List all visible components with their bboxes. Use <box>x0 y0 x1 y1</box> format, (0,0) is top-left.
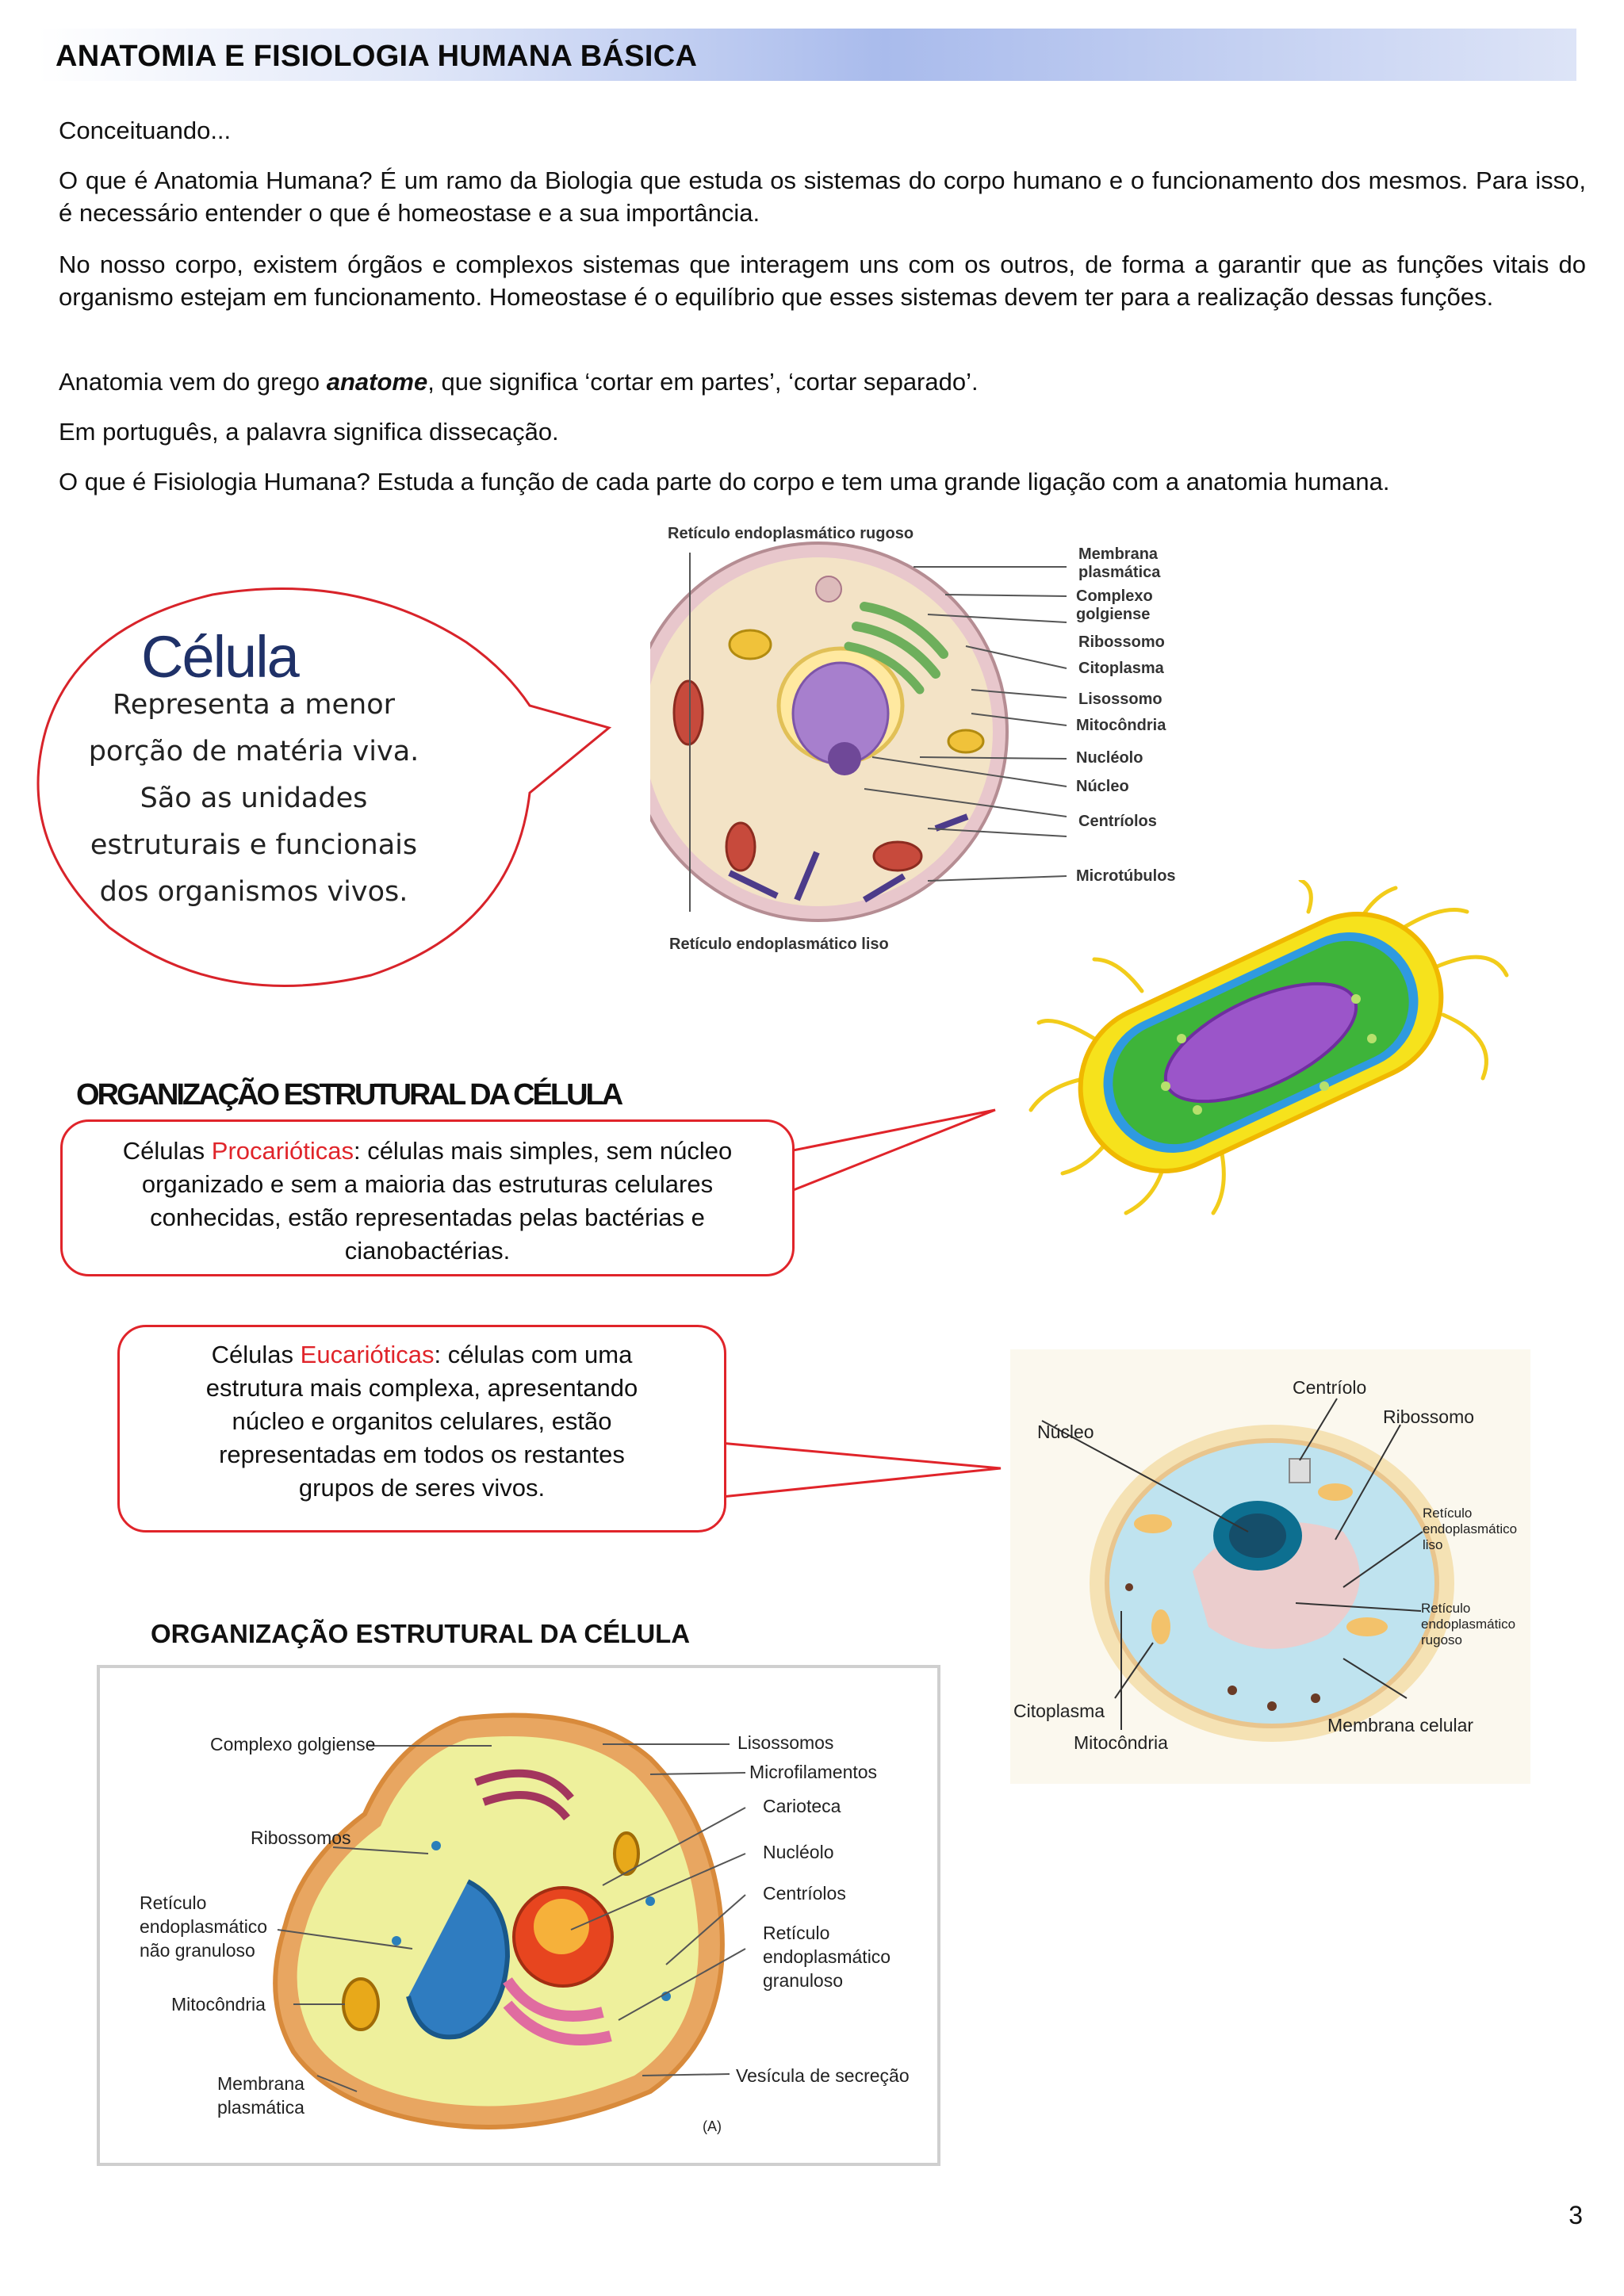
eukaryote-line-5: grupos de seres vivos. <box>298 1474 546 1502</box>
label-ser-3-line2: endoplasmático <box>140 1916 267 1937</box>
label-rer: Retículo endoplasmático rugoso <box>668 525 914 542</box>
prokaryote-line-2: organizado e sem a maioria das estrutura… <box>141 1170 714 1198</box>
label-mitochondria-3: Mitocôndria <box>171 1994 266 2015</box>
eukaryotic-cell-diagram-2: Centríolo Ribossomo Núcleo Retículo endo… <box>1010 1349 1530 1784</box>
label-membrane-2: plasmática <box>1078 564 1161 581</box>
label-rer-3-line2: endoplasmático <box>763 1946 891 1967</box>
prokaryote-rest: : células mais simples, sem núcleo <box>353 1137 733 1165</box>
intro-paragraph-6: O que é Fisiologia Humana? Estuda a funç… <box>59 468 1390 496</box>
bubble-line-4: estruturais e funcionais <box>90 829 418 861</box>
label-membrane-1: Membrana <box>1078 545 1159 563</box>
section-heading-1: ORGANIZAÇÃO ESTRUTURAL DA CÉLULA <box>76 1078 623 1112</box>
label-centrioles-3: Centríolos <box>763 1883 846 1904</box>
eukaryote-callout-pointer <box>719 1441 1002 1498</box>
prokaryote-line-4: cianobactérias. <box>344 1237 511 1265</box>
label-lysosomes: Lisossomos <box>737 1732 833 1753</box>
label-karyotheca: Carioteca <box>763 1796 841 1816</box>
prokaryote-lead: Células <box>122 1137 212 1165</box>
label-microfilaments: Microfilamentos <box>749 1762 877 1782</box>
label-nucleus: Núcleo <box>1076 778 1129 795</box>
label-figure-a: (A) <box>703 2118 722 2134</box>
prokaryote-callout-pointer <box>788 1108 996 1192</box>
label-golgi-1: Complexo <box>1076 587 1153 605</box>
label-centriole: Centríolo <box>1293 1377 1366 1398</box>
label-golgi-3: Complexo golgiense <box>210 1734 375 1755</box>
label-ribosome-2: Ribossomo <box>1383 1406 1474 1427</box>
bubble-line-5: dos organismos vivos. <box>99 876 408 908</box>
intro-paragraph-5: Em português, a palavra significa dissec… <box>59 418 559 446</box>
bubble-line-2: porção de matéria viva. <box>88 736 419 767</box>
eukaryote-line-4: representadas em todos os restantes <box>219 1441 625 1468</box>
prokaryote-line-3: conhecidas, estão representadas pelas ba… <box>150 1203 705 1231</box>
label-rer-2-line3: rugoso <box>1421 1632 1462 1647</box>
label-cell-membrane: Membrana celular <box>1327 1715 1473 1735</box>
label-nucleus-2: Núcleo <box>1037 1422 1094 1442</box>
prokaryote-term: Procarióticas <box>211 1137 354 1165</box>
eukaryote-line-1: Células Eucarióticas: células com uma <box>120 1327 724 1372</box>
label-ser-2-line3: liso <box>1423 1537 1443 1552</box>
prokaryote-line-1: Células Procarióticas: células mais simp… <box>63 1122 792 1168</box>
page-number: 3 <box>1568 2201 1583 2229</box>
bubble-title: Célula <box>141 624 300 690</box>
intro-paragraph-2: O que é Anatomia Humana? É um ramo da Bi… <box>59 166 1586 227</box>
eukaryote-lead: Células <box>211 1341 301 1368</box>
eukaryote-box: Células Eucarióticas: células com uma es… <box>117 1325 726 1533</box>
label-secretion-vesicle: Vesícula de secreção <box>736 2065 910 2086</box>
label-mitochondria-2: Mitocôndria <box>1074 1732 1168 1753</box>
prokaryote-box: Células Procarióticas: células mais simp… <box>60 1119 795 1276</box>
label-ser-3-line3: não granuloso <box>140 1940 255 1961</box>
eukaryote-rest: : células com uma <box>434 1341 633 1368</box>
label-ser-3-line1: Retículo <box>140 1892 206 1913</box>
bubble-line-1: Representa a menor <box>112 689 396 721</box>
label-nucleolus-3: Nucléolo <box>763 1842 834 1862</box>
label-rer-2-line2: endoplasmático <box>1421 1617 1515 1632</box>
page-title: ANATOMIA E FISIOLOGIA HUMANA BÁSICA <box>56 40 698 73</box>
eukaryote-line-2: estrutura mais complexa, apresentando <box>205 1374 638 1402</box>
label-cytoplasm: Citoplasma <box>1078 660 1165 677</box>
intro-paragraph-4: Anatomia vem do grego anatome, que signi… <box>59 365 1586 398</box>
label-ser: Retículo endoplasmático liso <box>669 936 889 953</box>
label-centrioles: Centríolos <box>1078 813 1157 830</box>
label-ser-2-line2: endoplasmático <box>1423 1521 1517 1536</box>
label-ribosome: Ribossomo <box>1078 633 1165 651</box>
label-rer-3-line1: Retículo <box>763 1923 829 1943</box>
intro-p4-before: Anatomia vem do grego <box>59 368 327 396</box>
label-ribosomes-3: Ribossomos <box>251 1827 351 1848</box>
label-rer-2-line1: Retículo <box>1421 1601 1470 1616</box>
label-microtubules: Microtúbulos <box>1076 867 1176 885</box>
label-nucleolus: Nucléolo <box>1076 749 1143 767</box>
intro-p4-emphasis: anatome <box>326 368 428 396</box>
document-header: ANATOMIA E FISIOLOGIA HUMANA BÁSICA <box>38 29 1576 81</box>
label-cytoplasm-2: Citoplasma <box>1013 1701 1105 1721</box>
intro-paragraph-1: Conceituando... <box>59 117 232 144</box>
label-rer-3-line3: granuloso <box>763 1970 843 1991</box>
eukaryote-term: Eucarióticas <box>300 1341 435 1368</box>
animal-cell-diagram-1: Retículo endoplasmático rugoso Retículo … <box>650 525 1176 953</box>
cell-definition-bubble <box>36 587 612 987</box>
label-membrane-3-line2: plasmática <box>217 2097 304 2118</box>
eukaryote-line-3: núcleo e organitos celulares, estão <box>232 1407 612 1435</box>
label-ser-2-line1: Retículo <box>1423 1506 1472 1521</box>
label-mitochondria: Mitocôndria <box>1076 717 1166 734</box>
intro-p4-after: , que significa ‘cortar em partes’, ‘cor… <box>427 368 979 396</box>
bubble-text: Representa a menor porção de matéria viv… <box>56 682 452 916</box>
intro-paragraph-3: No nosso corpo, existem órgãos e complex… <box>59 251 1586 311</box>
bacterium-illustration <box>1028 880 1509 1215</box>
label-membrane-3-line1: Membrana <box>217 2073 304 2094</box>
label-golgi-2: golgiense <box>1076 606 1150 623</box>
animal-cell-diagram-3: Complexo golgiense Lisossomos Microfilam… <box>97 1665 940 2166</box>
label-lysosome: Lisossomo <box>1078 691 1162 708</box>
bubble-line-3: São as unidades <box>140 783 368 814</box>
section-heading-2: ORGANIZAÇÃO ESTRUTURAL DA CÉLULA <box>151 1619 691 1648</box>
